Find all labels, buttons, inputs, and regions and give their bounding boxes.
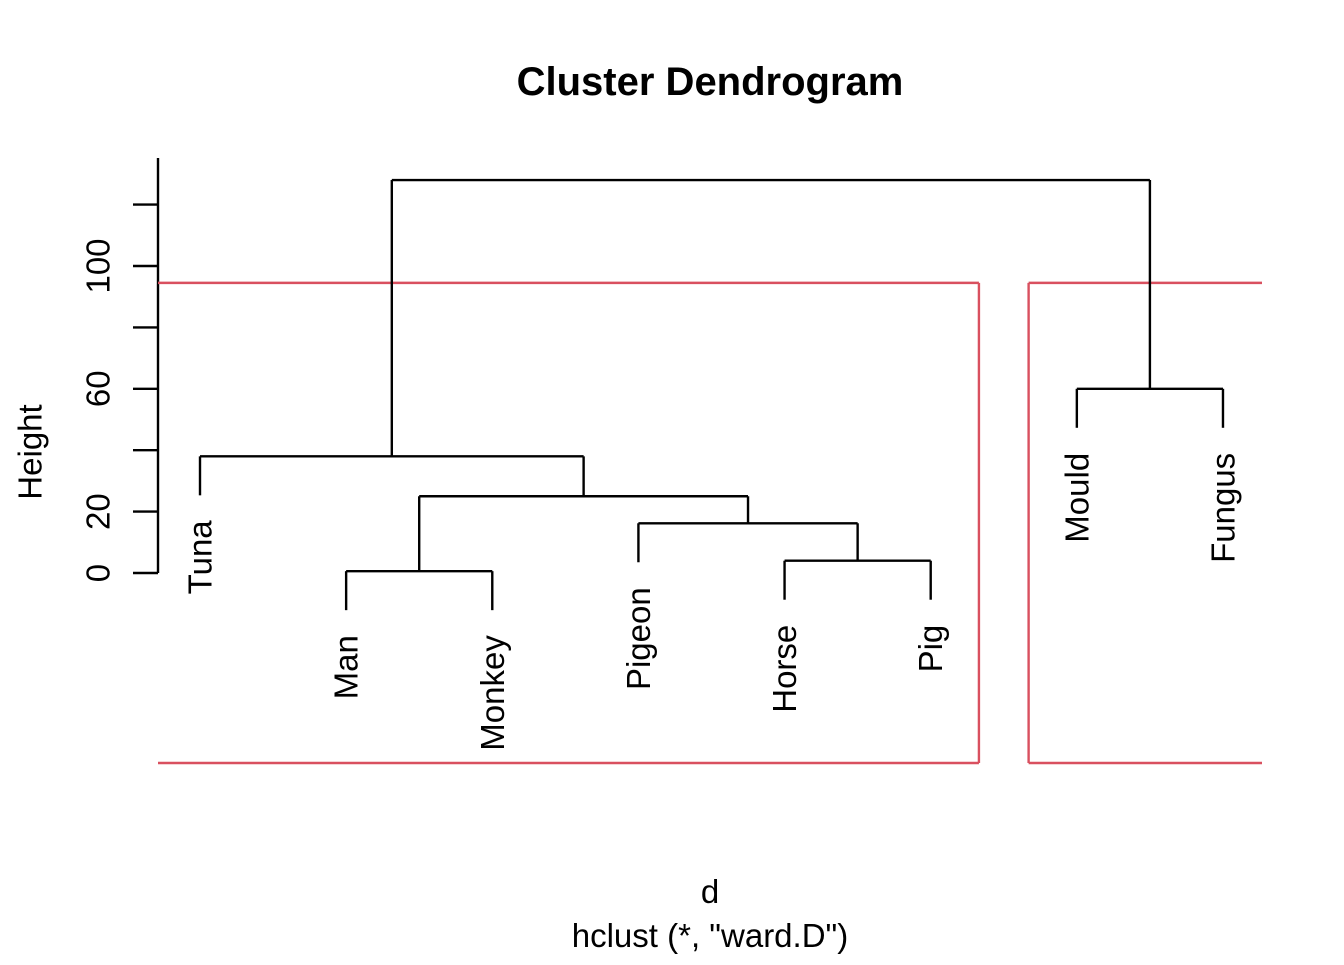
cluster-boxes [158, 281, 1262, 765]
leaf-label-monkey: Monkey [474, 635, 511, 751]
axis-tick-label: 60 [80, 370, 117, 407]
leaf-label-pigeon: Pigeon [620, 587, 657, 690]
leaf-label-tuna: Tuna [182, 520, 219, 595]
leaf-label-man: Man [328, 635, 365, 699]
leaf-label-mould: Mould [1058, 453, 1095, 543]
dendrogram-tree [198, 178, 1225, 611]
plot-title: Cluster Dendrogram [517, 60, 904, 104]
axis-tick-label: 100 [80, 238, 117, 293]
leaf-labels: Man Monkey Horse Pig Pigeon Tuna Mould Fungus [182, 453, 1242, 751]
leaf-label-fungus: Fungus [1204, 453, 1241, 563]
axis-tick-label: 20 [80, 493, 117, 530]
y-axis-label: Height [12, 404, 49, 499]
hclust-method-caption: hclust (*, "ward.D") [572, 917, 849, 954]
leaf-label-pig: Pig [912, 625, 949, 673]
y-axis: 0 20 60 100 [80, 158, 160, 582]
leaf-label-horse: Horse [766, 625, 803, 713]
axis-tick-label: 0 [80, 564, 117, 582]
x-axis-label: d [701, 873, 719, 910]
